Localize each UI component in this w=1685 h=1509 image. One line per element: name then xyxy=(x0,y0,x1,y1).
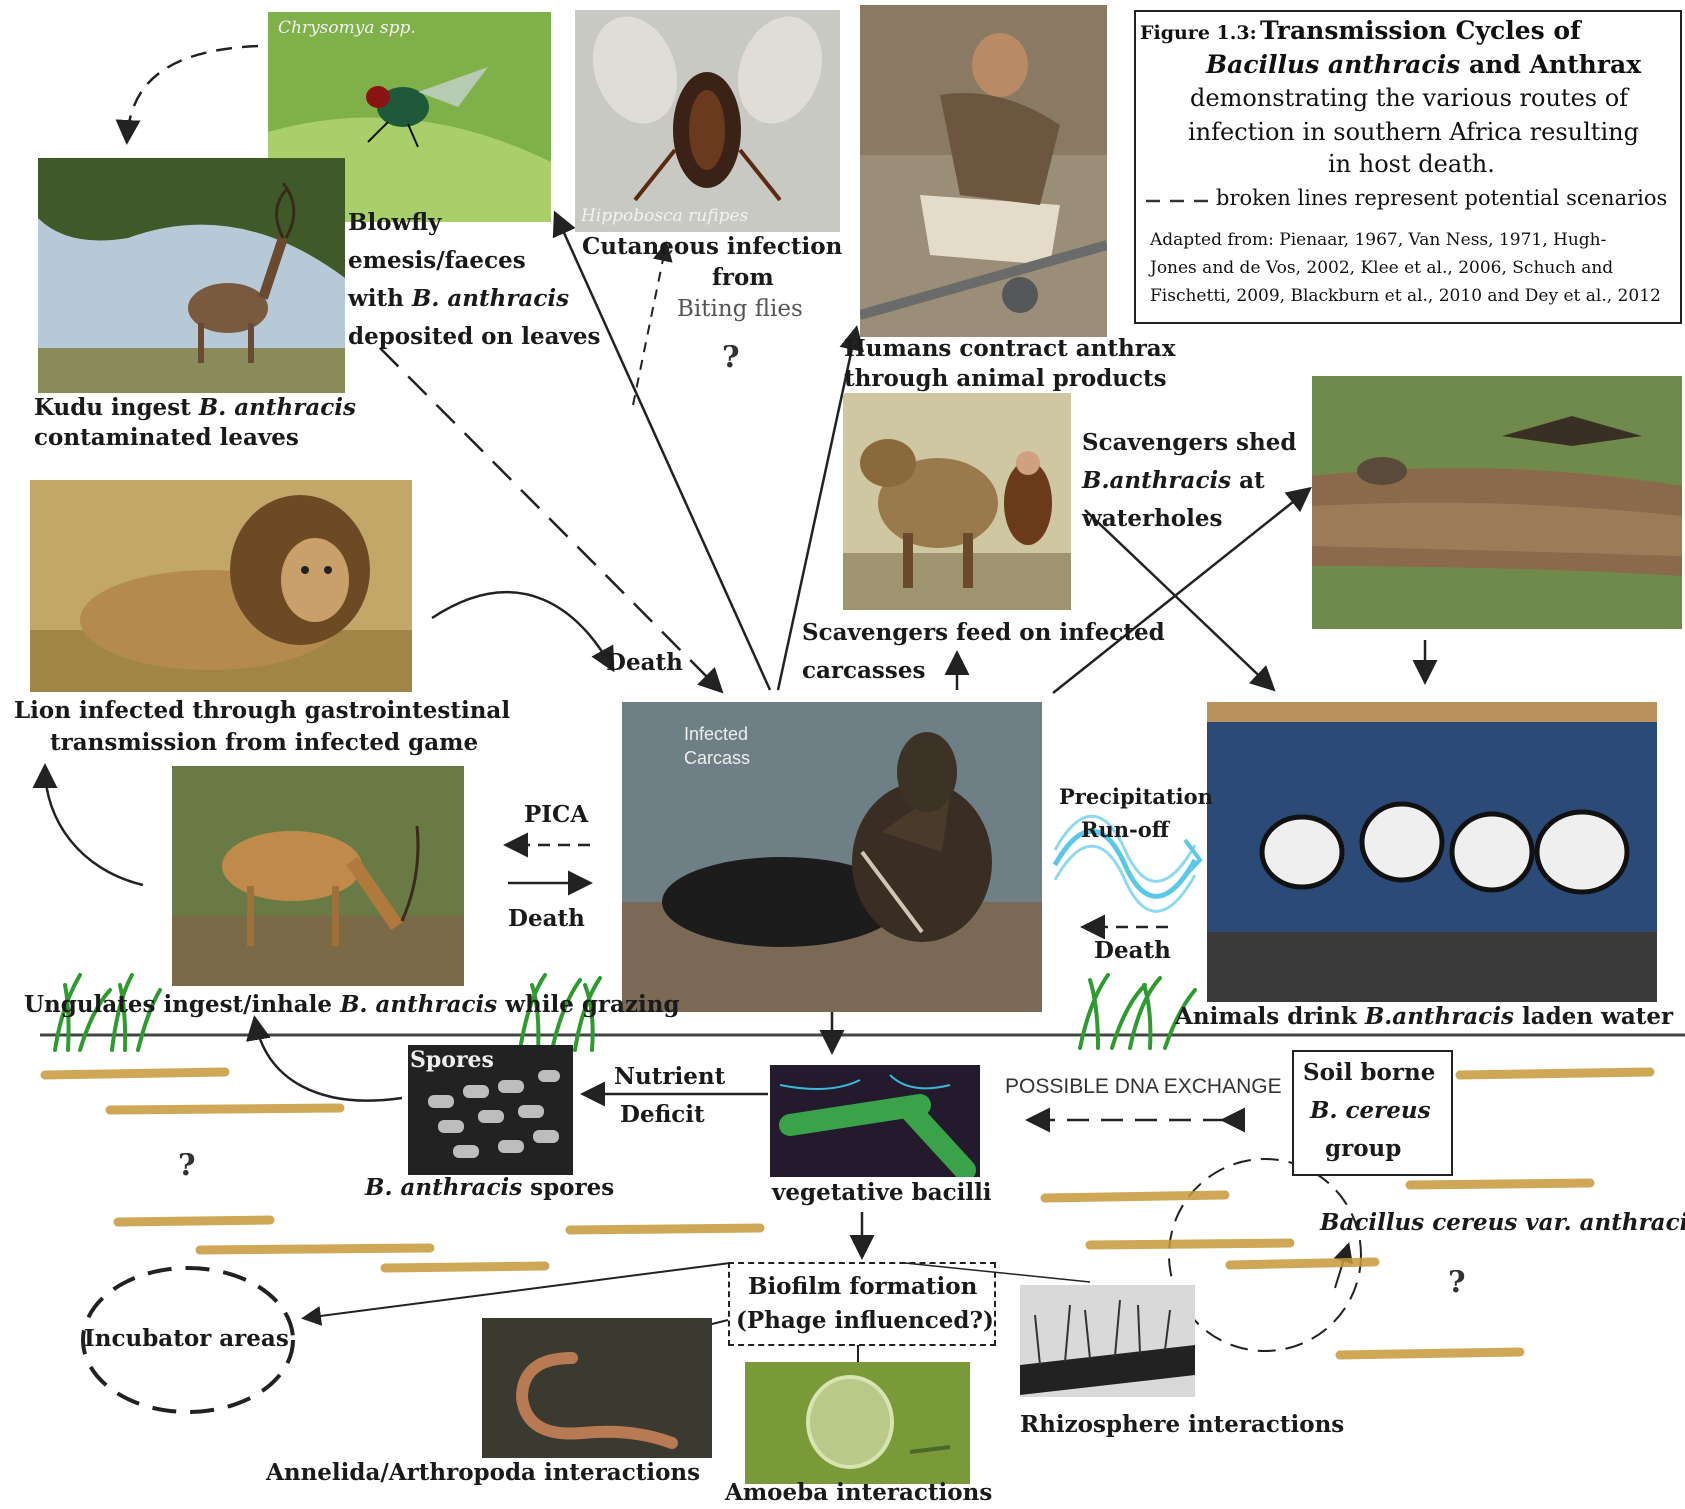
arrow-scavengers-to-zebras xyxy=(1084,509,1276,692)
grass-tufts xyxy=(53,973,1197,1052)
runoff-wave xyxy=(1052,828,1198,899)
label-humans-1: Humans contract anthrax xyxy=(844,335,1176,362)
label-animals-drink: Animals drink B.anthracis laden water xyxy=(1175,1003,1674,1030)
source-line1: Adapted from: Pienaar, 1967, Van Ness, 1… xyxy=(1150,230,1607,250)
label-soil-2: B. cereus xyxy=(1310,1097,1431,1124)
source-line2: Jones and de Vos, 2002, Klee et al., 200… xyxy=(1150,258,1614,278)
label-scavengers-shed-3: waterholes xyxy=(1082,505,1223,532)
arrow-carcass-to-waterhole xyxy=(1052,486,1312,694)
label-cutaneous-2: from xyxy=(712,264,774,291)
arrow-blowfly-to-kudu xyxy=(115,44,259,145)
arrow-lion-to-death xyxy=(431,590,615,673)
label-lion-2: transmission from infected game xyxy=(50,729,479,756)
incubator-ellipse xyxy=(81,1266,295,1414)
spores-caption: Spores xyxy=(410,1047,494,1073)
hippobosca-photo: Hippobosca rufipes xyxy=(575,10,840,232)
arrow-carcass-to-blowfly xyxy=(552,210,772,691)
label-biofilm-2: (Phage influenced?) xyxy=(736,1307,994,1334)
label-death-mid: Death xyxy=(508,905,585,932)
soil-exchange-circle xyxy=(1168,1158,1362,1352)
lion-photo xyxy=(30,480,412,692)
label-dna-exchange: POSSIBLE DNA EXCHANGE xyxy=(1005,1075,1282,1098)
arrow-carcass-to-humans xyxy=(776,325,864,691)
source-line3: Fischetti, 2009, Blackburn et al., 2010 … xyxy=(1150,286,1661,306)
hyena-photo xyxy=(843,393,1071,610)
legend-dash-sample xyxy=(1146,199,1216,203)
label-ungulates: Ungulates ingest/inhale B. anthracis whi… xyxy=(24,991,680,1018)
arrow-spores-to-ungulates xyxy=(245,1015,403,1102)
biofilm-box xyxy=(728,1262,996,1346)
carcass-caption-1: Infected xyxy=(684,724,749,744)
label-cutaneous-3: Biting flies xyxy=(677,296,803,322)
infected-carcass-photo: Infected Carcass xyxy=(622,702,1042,1012)
label-humans-2: through animal products xyxy=(844,365,1167,392)
label-lion-1: Lion infected through gastrointestinal xyxy=(14,697,511,724)
zebras-drinking-photo xyxy=(1207,702,1657,1002)
soil-streaks xyxy=(40,1067,1655,1360)
soil-bcereus-box xyxy=(1292,1050,1453,1176)
figure-title-line4: infection in southern Africa resulting xyxy=(1188,118,1639,146)
amoeba-photo xyxy=(745,1362,970,1484)
arrow-carcass-to-biting-flies xyxy=(632,241,673,406)
figure-number: Figure 1.3: xyxy=(1140,22,1257,44)
label-scavengers-shed-2: B.anthracis at xyxy=(1082,467,1265,494)
spores-photo: Spores xyxy=(408,1045,573,1175)
label-blowfly-3: with B. anthracis xyxy=(348,285,570,312)
label-soil-3: group xyxy=(1325,1135,1402,1162)
label-biofilm-1: Biofilm formation xyxy=(748,1273,978,1300)
figure-title-line2: Bacillus anthracis and Anthrax xyxy=(1206,50,1642,79)
label-kudu-1: Kudu ingest B. anthracis xyxy=(34,394,356,421)
question-mark-spores: ? xyxy=(178,1148,196,1183)
hippobosca-caption: Hippobosca rufipes xyxy=(581,206,749,226)
earthworm-photo xyxy=(482,1318,712,1458)
figure-legend: Figure 1.3: Transmission Cycles of Bacil… xyxy=(1134,10,1682,324)
vegetative-bacilli-photo xyxy=(770,1065,980,1177)
question-mark-biting-flies: ? xyxy=(722,340,740,375)
waterhole-vultures-photo xyxy=(1312,376,1682,629)
carcass-caption-2: Carcass xyxy=(684,748,751,768)
arrow-impala-to-lion xyxy=(32,763,144,887)
figure-title-line3: demonstrating the various routes of xyxy=(1190,84,1629,112)
label-death-top: Death xyxy=(606,649,683,676)
label-rhizosphere: Rhizosphere interactions xyxy=(1020,1411,1345,1438)
label-kudu-2: contaminated leaves xyxy=(34,424,299,451)
label-spores: B. anthracis spores xyxy=(365,1174,615,1201)
impala-photo xyxy=(172,766,464,986)
figure-title-line1: Transmission Cycles of xyxy=(1260,16,1581,45)
label-nutrient-2: Deficit xyxy=(620,1101,705,1128)
label-precipitation-1: Precipitation xyxy=(1059,784,1213,809)
rhizosphere-photo xyxy=(1020,1285,1195,1397)
label-blowfly-4: deposited on leaves xyxy=(348,323,601,350)
label-nutrient-1: Nutrient xyxy=(614,1063,726,1090)
label-soil-1: Soil borne xyxy=(1303,1059,1436,1086)
label-annelida: Annelida/Arthropoda interactions xyxy=(266,1459,701,1486)
arrow-leaves-to-carcass xyxy=(379,347,724,694)
label-vegetative-bacilli: vegetative bacilli xyxy=(772,1179,992,1206)
label-amoeba: Amoeba interactions xyxy=(725,1479,993,1506)
label-precipitation-2: Run-off xyxy=(1081,817,1169,842)
label-incubator-areas: Incubator areas xyxy=(84,1325,289,1352)
arrow-biofilm-to-incubator xyxy=(301,1262,731,1326)
label-bacillus-cereus-var-anthracis: Bacillus cereus var. anthracis xyxy=(1320,1209,1685,1236)
label-scavengers-shed-1: Scavengers shed xyxy=(1082,429,1297,456)
human-skinning-photo xyxy=(860,5,1107,337)
label-scavengers-feed-1: Scavengers feed on infected xyxy=(802,619,1165,646)
blowfly-caption: Chrysomya spp. xyxy=(278,18,416,38)
legend-dash-text: broken lines represent potential scenari… xyxy=(1216,186,1668,210)
label-pica: PICA xyxy=(524,801,589,828)
figure-title-line5: in host death. xyxy=(1328,150,1495,178)
label-death-right: Death xyxy=(1094,937,1171,964)
label-blowfly-1: Blowfly xyxy=(348,209,442,236)
label-blowfly-2: emesis/faeces xyxy=(348,247,526,274)
kudu-photo xyxy=(38,158,345,393)
question-mark-soil: ? xyxy=(1448,1265,1466,1300)
label-cutaneous-1: Cutaneous infection xyxy=(582,233,843,260)
label-scavengers-feed-2: carcasses xyxy=(802,657,926,684)
